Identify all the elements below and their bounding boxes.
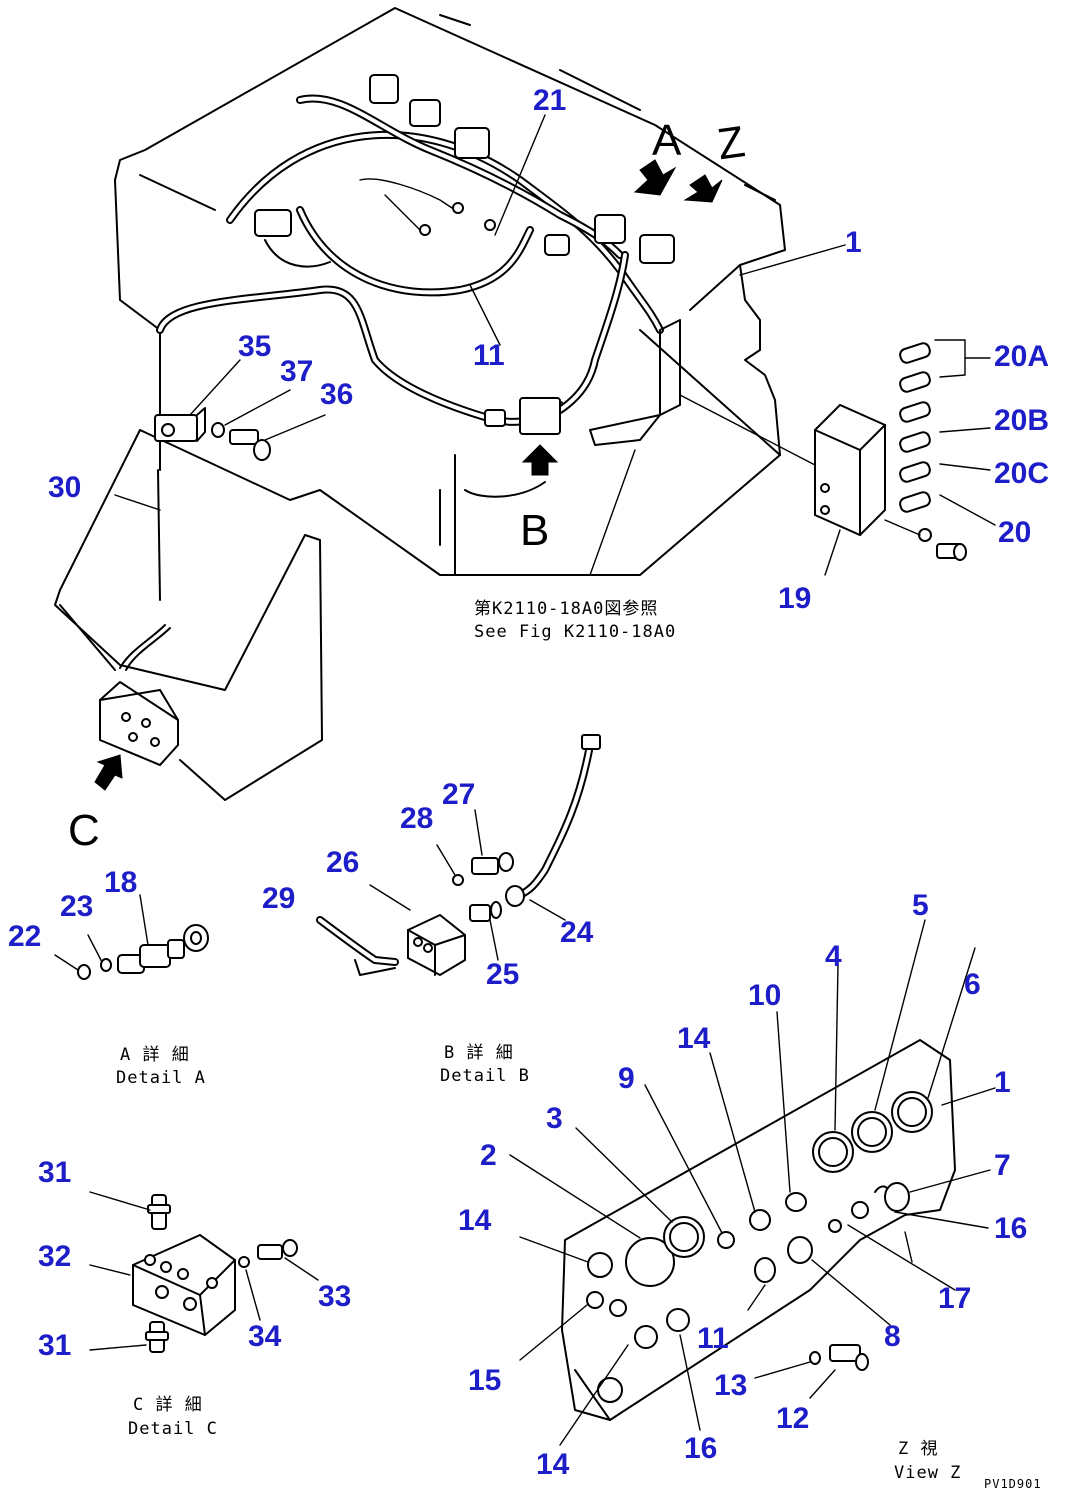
detail-b: 26 28 27 29 24 25 B 詳 細 Detail B [262, 734, 601, 1086]
callout-29: 29 [262, 882, 295, 915]
callout-11: 11 [473, 339, 505, 372]
detail-b-caption-jp: B 詳 細 [444, 1043, 514, 1063]
callout-14-left: 14 [458, 1204, 492, 1237]
callout-36: 36 [320, 378, 353, 411]
callout-14-bottom: 14 [536, 1448, 570, 1481]
callout-37: 37 [280, 355, 313, 388]
detail-c-caption-jp: C 詳 細 [133, 1395, 203, 1415]
detail-a-caption-en: Detail A [116, 1068, 206, 1088]
callout-13: 13 [714, 1369, 747, 1402]
callout-8: 8 [884, 1320, 901, 1353]
callout-7: 7 [994, 1149, 1011, 1182]
callout-35: 35 [238, 330, 271, 363]
callout-28: 28 [400, 802, 433, 835]
callout-22: 22 [8, 920, 41, 953]
callout-20: 20 [998, 516, 1031, 549]
callout-32: 32 [38, 1240, 71, 1273]
callout-31-top: 31 [38, 1156, 71, 1189]
callout-1: 1 [845, 226, 862, 259]
callout-16-bottom: 16 [684, 1432, 717, 1465]
see-fig-caption-jp: 第K2110-18A0図参照 [474, 599, 658, 619]
arrow-icon [521, 444, 559, 476]
view-z-caption-en: View Z [894, 1463, 961, 1483]
callout-21: 21 [533, 84, 566, 117]
callout-4: 4 [825, 940, 842, 973]
callout-12: 12 [776, 1402, 809, 1435]
callout-10: 10 [748, 979, 781, 1012]
detail-c: 31 32 31 34 33 C 詳 細 Detail C [38, 1156, 351, 1439]
callout-27: 27 [442, 778, 475, 811]
detail-a: 22 23 18 A 詳 細 Detail A [8, 866, 209, 1088]
view-letter-a: A [652, 116, 682, 165]
main-callouts: 1 11 21 35 37 36 30 19 20A 20B 20C 20 A … [48, 84, 1049, 855]
callout-20C: 20C [994, 457, 1049, 490]
callout-9: 9 [618, 1062, 635, 1095]
callout-11-z: 11 [697, 1322, 729, 1355]
callout-20B: 20B [994, 404, 1049, 437]
drawing-code: PV1D901 [984, 1477, 1042, 1491]
view-z-caption-jp: Z 視 [898, 1439, 938, 1459]
callout-31-bottom: 31 [38, 1329, 71, 1362]
see-fig-caption-en: See Fig K2110-18A0 [474, 622, 676, 642]
view-z: 2 3 14 9 14 10 4 5 6 1 7 16 17 8 11 15 1… [458, 889, 1027, 1483]
callout-17: 17 [938, 1282, 971, 1315]
callout-23: 23 [60, 890, 93, 923]
callout-30: 30 [48, 471, 81, 504]
callout-15: 15 [468, 1364, 501, 1397]
main-assembly [54, 7, 996, 801]
callout-26: 26 [326, 846, 359, 879]
callout-5: 5 [912, 889, 929, 922]
callout-34: 34 [248, 1320, 282, 1353]
detail-b-caption-en: Detail B [440, 1066, 530, 1086]
arrow-icon [94, 754, 123, 791]
view-letter-c: C [68, 806, 100, 855]
view-letter-z: Z [714, 117, 747, 169]
arrow-icon [683, 174, 723, 203]
callout-25: 25 [486, 958, 519, 991]
callout-18: 18 [104, 866, 137, 899]
callout-2: 2 [480, 1139, 497, 1172]
callout-14-mid: 14 [677, 1022, 711, 1055]
callout-3: 3 [546, 1102, 563, 1135]
callout-6: 6 [964, 968, 981, 1001]
callout-24: 24 [560, 916, 594, 949]
detail-a-caption-jp: A 詳 細 [120, 1045, 190, 1065]
arrow-icon [633, 159, 677, 196]
view-letter-b: B [520, 506, 549, 555]
callout-19: 19 [778, 582, 811, 615]
callout-1-z: 1 [994, 1066, 1011, 1099]
callout-20A: 20A [994, 340, 1049, 373]
callout-16-right: 16 [994, 1212, 1027, 1245]
callout-33: 33 [318, 1280, 351, 1313]
detail-c-caption-en: Detail C [128, 1419, 218, 1439]
